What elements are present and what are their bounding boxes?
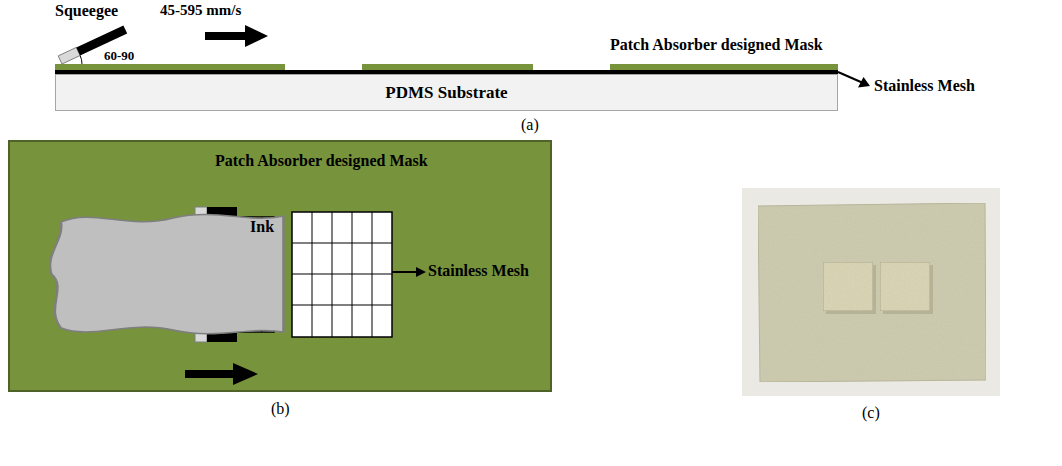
callout-label: Stainless Mesh [428,262,529,280]
node-text: Ink [250,218,274,236]
panel-caption: (b) [271,400,290,418]
node-text: Patch Absorber designed Mask [215,152,428,170]
callout-label: Stainless Mesh [874,77,975,95]
panel-caption: (a) [521,116,539,134]
ink-blob: Ink [45,208,285,340]
ink-outline [45,208,285,340]
speed-label: 45-595 mm/s [160,2,241,19]
part-label: Patch Absorber designed Mask [610,36,823,54]
node-text: PDMS Substrate [385,83,507,103]
angle-label: 60-90 [104,49,134,64]
panel-caption: (c) [862,404,880,422]
sample-photo [742,188,1000,396]
substrate-box: PDMS Substrate [55,74,838,111]
part-label: Squeegee [55,2,118,20]
